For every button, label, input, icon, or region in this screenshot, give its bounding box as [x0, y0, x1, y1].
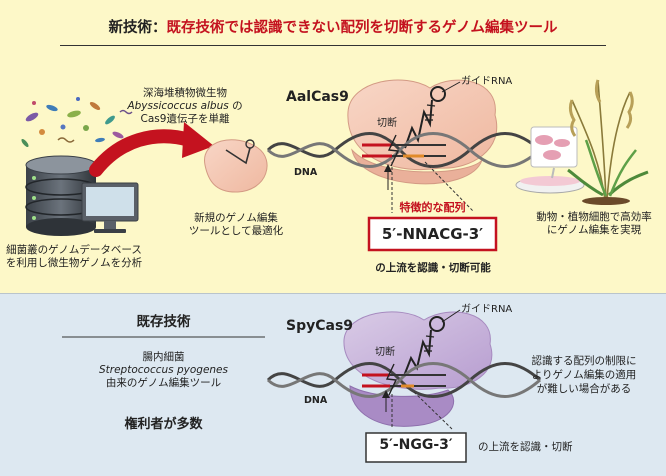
cut-label-top: 切断: [377, 118, 397, 129]
pam-sequence-bottom: 5′-NGG-3′: [379, 437, 453, 453]
bottom-panel: [0, 294, 666, 476]
monitor-icon: [81, 182, 139, 233]
source-species: Abyssicoccus albus: [127, 100, 229, 112]
source-line-2: Abyssicoccus albus の: [100, 100, 270, 113]
limitation-line-3: が難しい場合がある: [536, 383, 632, 395]
header-title: 新技術：既存技術では認識できない配列を切断するゲノム編集ツール: [0, 16, 666, 37]
guide-rna-icon: [404, 81, 461, 149]
cas9-protein-icon: [347, 79, 498, 185]
header-prefix: 新技術：: [108, 20, 167, 36]
application-caption-line-1: 動物・植物細胞で高効率: [536, 211, 652, 223]
limitation-line-1: 認識する配列の制限に: [531, 355, 637, 367]
pam-sequence-top: 5′-NNACG-3′: [381, 225, 484, 243]
cells-dish-icon: [515, 126, 585, 194]
panel-divider: [0, 293, 666, 294]
source-particle: の: [232, 100, 243, 112]
origin-line-1: 腸内細菌: [142, 351, 185, 363]
origin-line-3: 由来のゲノム編集ツール: [105, 377, 222, 389]
plant-icon: [567, 79, 649, 205]
application-caption-line-2: にゲノム編集を実現: [546, 224, 642, 236]
dna-label-top: DNA: [294, 167, 318, 178]
limitation-line-2: よりゲノム編集の適用: [531, 369, 637, 381]
existing-tech-heading: 既存技術: [136, 314, 191, 330]
pam-caption-bottom: の上流を認識・切断: [478, 441, 573, 453]
optimized-caption-line-2: ツールとして最適化: [188, 225, 284, 237]
pam-box-bottom: [365, 432, 467, 463]
bottom-graphics: [62, 309, 541, 463]
dna-helix-icon-bottom: [266, 362, 541, 398]
red-arrow-icon: [89, 122, 214, 177]
header-main-title: 既存技術では認識できない配列を切断するゲノム編集ツール: [166, 20, 558, 36]
pam-caption-top: の上流を認識・切断可能: [375, 262, 491, 274]
source-line-1: 深海堆積物微生物: [143, 87, 227, 99]
origin-line-2: Streptococcus pyogenes: [99, 364, 228, 376]
guide-rna-icon-bottom: [403, 309, 461, 377]
small-cas9-icon: [204, 139, 268, 193]
source-line-3: Cas9遺伝子を単離: [140, 113, 230, 125]
optimized-caption-line-1: 新規のゲノム編集: [194, 212, 278, 224]
header-rule: [60, 45, 606, 46]
dna-helix-icon: [266, 132, 541, 168]
top-graphics: [21, 79, 649, 252]
spycas9-protein-icon: [343, 311, 493, 427]
feature-label: 特徴的な配列: [399, 201, 466, 214]
microbes-icon: [21, 97, 133, 148]
guide-rna-label-bottom: ガイドRNA: [461, 304, 513, 315]
guide-rna-label-top: ガイドRNA: [461, 76, 513, 87]
dna-label-bottom: DNA: [304, 395, 328, 406]
database-caption-line-2: を利用し微生物ゲノムを分析: [5, 257, 143, 269]
cut-label-bottom: 切断: [375, 347, 395, 358]
spycas9-label: SpyCas9: [286, 318, 354, 334]
database-caption-line-1: 細菌叢のゲノムデータベース: [6, 244, 142, 256]
patent-note: 権利者が多数: [124, 417, 203, 432]
aalcas9-label: AalCas9: [286, 89, 349, 105]
pam-box-top: [367, 216, 498, 252]
